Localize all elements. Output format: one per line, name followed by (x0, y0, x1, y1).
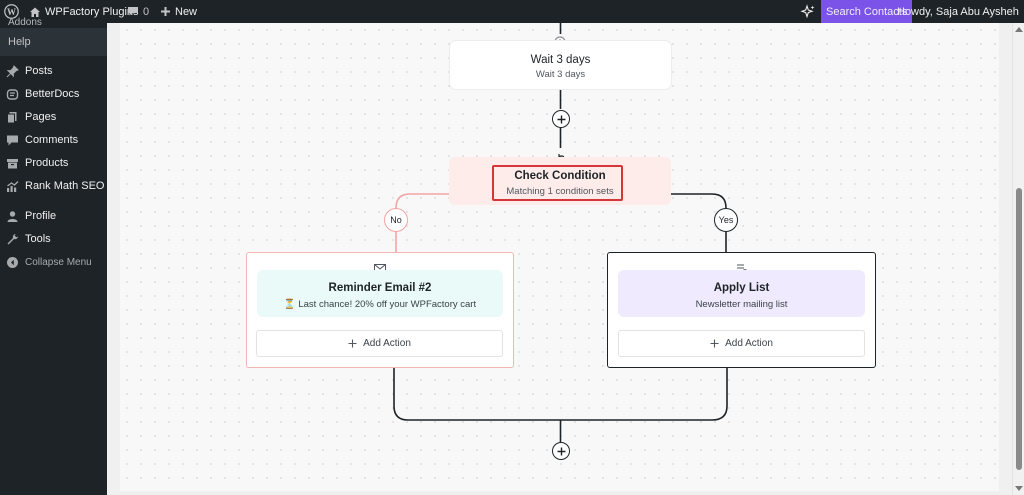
sidebar-item-label: Rank Math SEO (25, 180, 105, 192)
sidebar-item-rank-math-seo[interactable]: Rank Math SEO (0, 175, 107, 197)
collapse-icon (7, 256, 18, 268)
plus-icon (557, 115, 565, 123)
email-node-subtitle: ⏳ Last chance! 20% off your WPFactory ca… (283, 299, 477, 310)
scrollbar-thumb[interactable] (1016, 188, 1022, 470)
sidebar-item-label: BetterDocs (25, 88, 80, 100)
add-action-button-no-branch[interactable]: Add Action (256, 330, 503, 357)
scroll-up-arrow-icon[interactable] (1015, 27, 1023, 32)
site-name-link[interactable]: WPFactory Plugins (29, 0, 139, 23)
condition-node-title: Check Condition (514, 170, 606, 182)
email-node-title: Reminder Email #2 (328, 282, 432, 294)
canvas-gutter (999, 23, 1012, 495)
sidebar-item-products[interactable]: Products (0, 152, 107, 174)
sidebar-item-betterdocs[interactable]: BetterDocs (0, 83, 107, 105)
sidebar-item-label: Tools (25, 233, 51, 245)
sidebar-item-posts[interactable]: Posts (0, 60, 107, 82)
wait-node[interactable]: Wait 3 days Wait 3 days (450, 41, 671, 89)
collapse-menu-button[interactable]: Collapse Menu (0, 251, 107, 273)
ai-sparkle-icon[interactable] (800, 0, 816, 23)
new-label: New (175, 5, 198, 18)
comment-count: 0 (143, 5, 150, 18)
sidebar-item-pages[interactable]: Pages (0, 106, 107, 128)
user-icon (7, 210, 18, 222)
wait-node-title: Wait 3 days (530, 54, 591, 66)
check-condition-node[interactable]: Check Condition Matching 1 condition set… (449, 157, 671, 205)
comment-icon (7, 135, 18, 145)
search-contacts-button[interactable]: Search Contacts (821, 0, 913, 23)
sidebar-item-label: Collapse Menu (25, 256, 92, 268)
svg-text:W: W (7, 7, 16, 17)
add-action-button-yes-branch[interactable]: Add Action (618, 330, 865, 357)
plus-icon (161, 7, 170, 16)
condition-node-subtitle: Matching 1 condition sets (506, 186, 614, 197)
sidebar-cut-item[interactable]: Addons (8, 17, 42, 28)
add-step-button-bottom[interactable] (552, 442, 570, 460)
wrench-icon (7, 233, 18, 244)
scroll-down-arrow-icon[interactable] (1015, 486, 1023, 491)
products-icon (7, 158, 18, 168)
pages-icon (7, 111, 17, 123)
page-scrollbar[interactable] (1012, 23, 1024, 495)
search-contacts-label: Search Contacts (826, 5, 908, 18)
home-icon (30, 7, 40, 17)
chart-icon (7, 180, 19, 192)
sidebar-item-label: Pages (25, 111, 57, 123)
add-action-label: Add Action (725, 338, 773, 349)
apply-list-node[interactable]: Apply List Newsletter mailing list (618, 270, 865, 317)
site-name: WPFactory Plugins (45, 5, 139, 18)
sidebar-item-label: Products (25, 157, 69, 169)
sidebar-item-comments[interactable]: Comments (0, 129, 107, 151)
yes-branch-label: Yes (714, 208, 738, 232)
sidebar-item-tools[interactable]: Tools (0, 228, 107, 250)
howdy-label: Howdy, Saja Abu Aysheh (897, 5, 1019, 18)
apply-list-node-title: Apply List (713, 282, 770, 294)
comment-bubble-icon (128, 7, 138, 16)
apply-list-node-subtitle: Newsletter mailing list (695, 299, 788, 310)
selection-highlight (492, 165, 623, 201)
sidebar-item-profile[interactable]: Profile (0, 205, 107, 227)
add-action-label: Add Action (363, 338, 411, 349)
pin-icon (6, 64, 19, 77)
admin-sidebar: Addons Help Posts BetterDocs Pages Comme… (0, 17, 107, 495)
docs-icon (6, 88, 19, 100)
add-step-button[interactable] (552, 110, 570, 128)
sidebar-item-label: Posts (25, 65, 53, 77)
sidebar-item-label: Comments (25, 134, 79, 146)
sidebar-item-label: Profile (25, 210, 57, 222)
plus-icon (348, 339, 357, 348)
reminder-email-node[interactable]: Reminder Email #2 ⏳ Last chance! 20% off… (257, 270, 503, 317)
plus-icon (557, 447, 565, 455)
wordpress-logo-icon[interactable]: W (4, 0, 19, 23)
plus-icon (710, 339, 719, 348)
sidebar-item-label: Help (8, 36, 31, 48)
no-branch-label: No (384, 208, 408, 232)
comments-link[interactable]: 0 (127, 0, 149, 23)
sidebar-item-help[interactable]: Help (0, 28, 107, 56)
wait-node-subtitle: Wait 3 days (535, 69, 586, 80)
new-content-link[interactable]: New (160, 0, 197, 23)
admin-bar: W WPFactory Plugins 0 New Search Contact… (0, 0, 1024, 23)
user-account-menu[interactable]: Howdy, Saja Abu Aysheh (897, 0, 1024, 23)
